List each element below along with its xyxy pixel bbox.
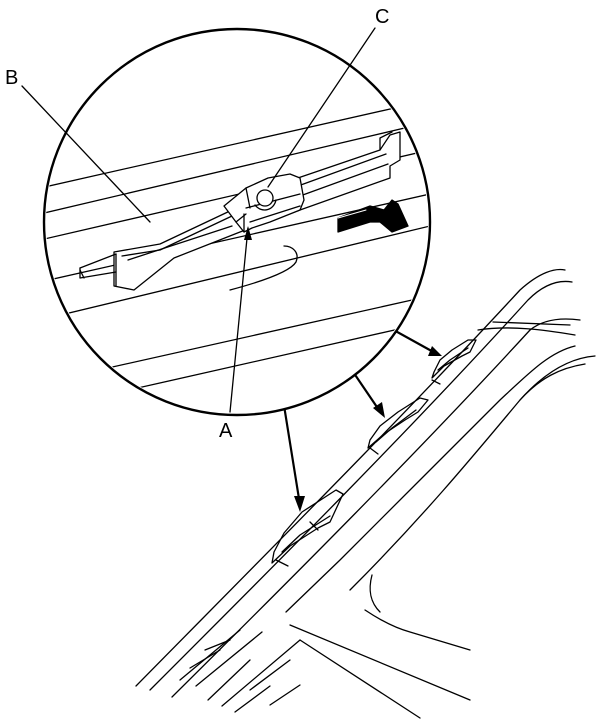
vehicle-body: [135, 268, 596, 719]
leader-lines: [21, 27, 376, 413]
clip-lower: [271, 489, 344, 567]
leader-a-arrowhead: [244, 226, 252, 240]
clip-middle: [367, 397, 429, 455]
clip-upper: [431, 339, 477, 385]
arrow-heads: [294, 346, 442, 512]
leader-b: [21, 85, 151, 223]
clip-tab-c: [256, 189, 274, 207]
callout-c-label: C: [375, 6, 390, 28]
callout-b-label: B: [5, 67, 19, 89]
leader-c: [267, 27, 376, 188]
callout-a-label: A: [219, 420, 233, 442]
release-direction-arrow: [337, 199, 409, 233]
leader-a: [229, 227, 249, 413]
